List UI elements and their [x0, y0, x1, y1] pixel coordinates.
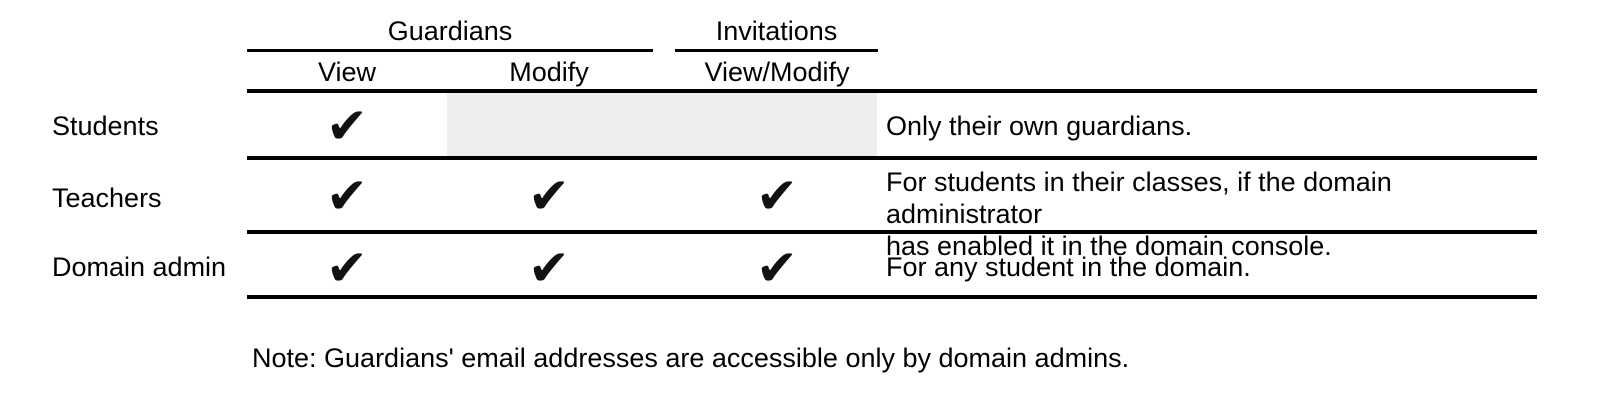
row-label-students: Students [52, 111, 159, 141]
row-label-teachers: Teachers [52, 183, 162, 213]
check-icon: ✔ [326, 239, 368, 297]
check-icon: ✔ [756, 239, 798, 297]
table-rule-after-teachers [247, 230, 1537, 234]
domain-admin-note-line: For any student in the domain. [886, 252, 1251, 282]
teachers-note-line: For students in their classes, if the do… [886, 167, 1392, 229]
check-icon: ✔ [528, 167, 570, 225]
row-label-domain-admin: Domain admin [52, 252, 227, 282]
column-header-modify: Modify [509, 57, 589, 87]
column-header-view: View [317, 57, 377, 87]
teachers-note: For students in their classes, if the do… [886, 166, 1546, 262]
column-group-guardians-label: Guardians [387, 16, 513, 46]
students-note: Only their own guardians. [886, 110, 1546, 142]
table-rule-header-bottom [247, 89, 1537, 93]
column-header-view-modify: View/Modify [704, 57, 850, 87]
check-icon: ✔ [326, 167, 368, 225]
students-note-line: Only their own guardians. [886, 111, 1193, 141]
students-disabled-cells-overlay [447, 93, 877, 156]
column-group-invitations-label: Invitations [715, 16, 838, 46]
table-rule-bottom [247, 295, 1537, 299]
check-icon: ✔ [528, 239, 570, 297]
teachers-note-line: has enabled it in the domain console. [886, 231, 1332, 261]
check-icon: ✔ [756, 167, 798, 225]
guardians-underline [247, 49, 653, 52]
footnote: Note: Guardians' email addresses are acc… [252, 343, 1130, 373]
check-icon: ✔ [326, 97, 368, 155]
table-rule-after-students [247, 156, 1537, 160]
domain-admin-note: For any student in the domain. [886, 251, 1546, 283]
invitations-underline [675, 49, 878, 52]
